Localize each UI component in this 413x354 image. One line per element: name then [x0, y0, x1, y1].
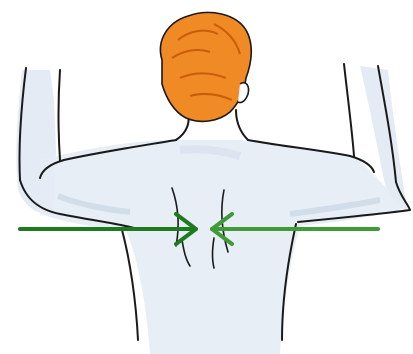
head	[160, 12, 251, 121]
hair	[160, 12, 251, 121]
